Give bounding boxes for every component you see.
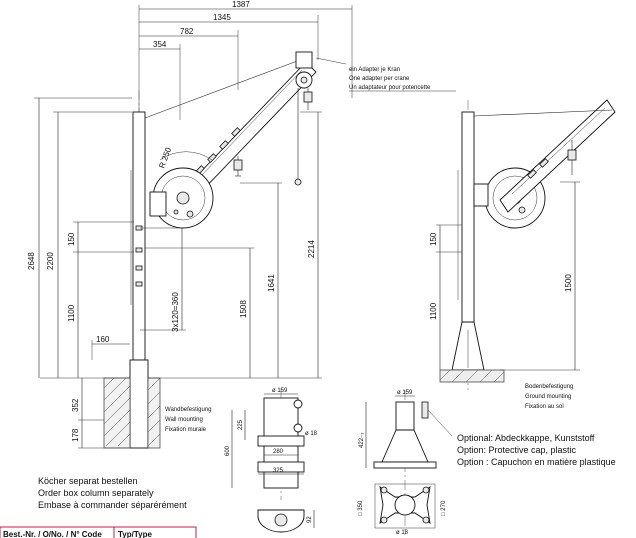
svg-text:ø 18: ø 18 [396, 530, 409, 536]
svg-text:Ground mounting: Ground mounting [525, 394, 571, 400]
table-header-type: Typ/Type [118, 530, 152, 538]
ground-crane-view: 150 1100 1500 [429, 99, 616, 390]
svg-text:92: 92 [307, 516, 313, 523]
ground-mount-note: Bodenbefestigung Ground mounting Fixatio… [525, 384, 573, 410]
svg-text:2200: 2200 [46, 252, 55, 270]
wall-mount-note: Wandbefestigung Wall mounting Fixation m… [165, 407, 211, 433]
ground-mount-detail: ø 159 422₋₃ □ 350 □ 270 ø 18 [358, 390, 453, 536]
svg-text:□ 270: □ 270 [441, 500, 447, 516]
option-note-fr: Option : Capuchon en matière plastique [457, 457, 616, 467]
box-column [129, 359, 149, 449]
svg-text:Fixation murale: Fixation murale [165, 427, 207, 433]
order-table-header: Best.-Nr. / O/No. / N° Code Typ/Type [0, 526, 197, 538]
svg-text:ø 18: ø 18 [305, 431, 318, 437]
svg-text:1100: 1100 [67, 304, 76, 322]
svg-text:225: 225 [238, 419, 244, 430]
left-vertical-dimensions: 2648 2200 150 1100 3x120=360 160 352 178 [27, 97, 186, 449]
protective-cap [421, 401, 429, 419]
svg-text:Wandbefestigung: Wandbefestigung [165, 407, 211, 413]
mounting-bracket [149, 191, 167, 217]
option-notes: Optional: Abdeckkappe, Kunststoff Option… [457, 433, 616, 467]
svg-text:One adapter per crane: One adapter per crane [349, 76, 410, 82]
svg-text:2648: 2648 [27, 252, 36, 270]
order-note-en: Order box column separately [38, 488, 154, 498]
dim-radius: R 250 [157, 146, 173, 170]
dim-1345: 1345 [213, 13, 231, 22]
svg-text:160: 160 [96, 335, 110, 344]
main-crane-view: R 250 [40, 51, 317, 450]
order-note-fr: Embase à commander séparérément [38, 500, 187, 510]
dim-782: 782 [180, 27, 194, 36]
svg-text:1500: 1500 [564, 274, 573, 292]
option-note-de: Optional: Abdeckkappe, Kunststoff [457, 433, 595, 443]
svg-text:ein Adapter je Kran: ein Adapter je Kran [349, 67, 400, 73]
hook [294, 178, 302, 186]
crane-height-dimensions: 1508 1641 2214 [145, 111, 322, 379]
svg-text:352: 352 [71, 398, 80, 412]
option-note-en: Option: Protective cap, plastic [457, 445, 577, 455]
top-dimension-lines: 1387 1345 782 354 [138, 0, 353, 120]
dim-1387: 1387 [232, 0, 250, 9]
table-header-order-no: Best.-Nr. / O/No. / N° Code [3, 530, 102, 538]
ground-crane-column [461, 111, 475, 323]
dim-354: 354 [153, 40, 167, 49]
svg-text:325: 325 [273, 468, 284, 474]
adapter-note: ein Adapter je Kran One adapter per cran… [349, 67, 456, 92]
svg-text:150: 150 [429, 232, 438, 246]
order-note-de: Köcher separat bestellen [38, 476, 138, 486]
order-note: Köcher separat bestellen Order box colum… [38, 476, 187, 510]
svg-text:178: 178 [71, 428, 80, 442]
svg-text:150: 150 [67, 232, 76, 246]
svg-text:1100: 1100 [429, 302, 438, 320]
svg-text:2214: 2214 [307, 240, 316, 258]
crane-column [132, 111, 146, 361]
svg-text:3x120=360: 3x120=360 [171, 292, 180, 332]
svg-text:1508: 1508 [239, 300, 248, 318]
svg-text:600: 600 [225, 445, 231, 456]
svg-text:ø 159: ø 159 [272, 388, 288, 394]
wall-mount-detail: ø 159 225 ø 18 600 280 325 92 [225, 388, 318, 533]
svg-text:422₋₃: 422₋₃ [359, 432, 365, 448]
svg-text:Fixation au sol: Fixation au sol [525, 404, 564, 410]
svg-text:ø 159: ø 159 [397, 390, 413, 396]
svg-text:1641: 1641 [267, 274, 276, 292]
svg-text:□ 350: □ 350 [358, 500, 364, 516]
svg-text:280: 280 [273, 449, 284, 455]
svg-text:Un adaptateur pour potencette: Un adaptateur pour potencette [349, 85, 431, 91]
svg-text:Wall mounting: Wall mounting [165, 417, 203, 423]
svg-text:Bodenbefestigung: Bodenbefestigung [525, 384, 573, 390]
